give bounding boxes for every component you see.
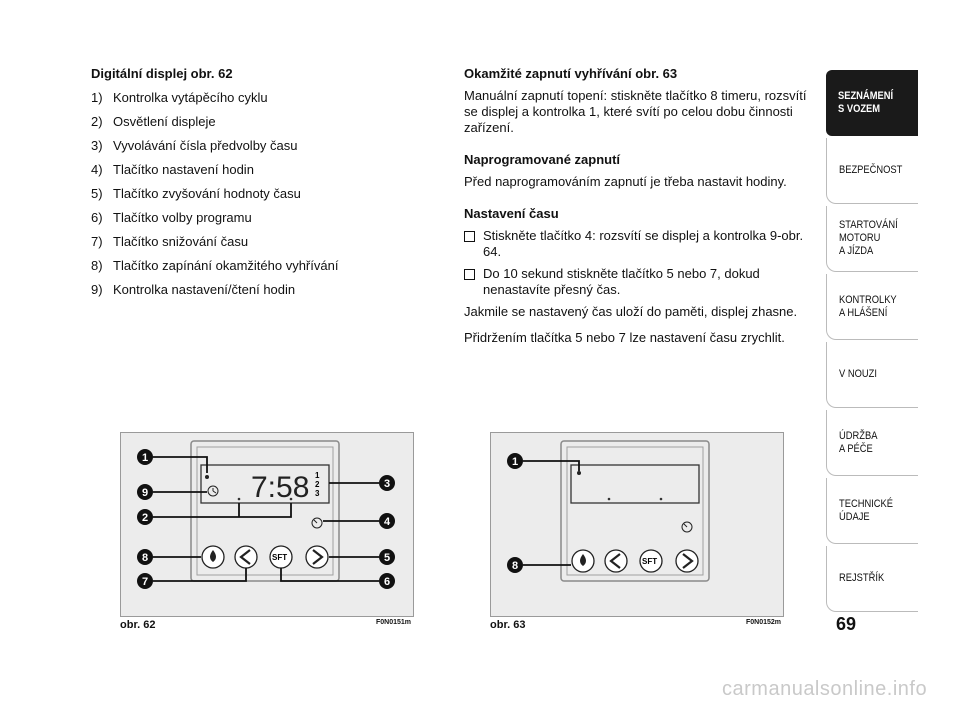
tab-kontrolky[interactable]: KONTROLKY A HLÁŠENÍ: [826, 274, 918, 340]
section-heading-programmed: Naprogramované zapnutí: [464, 152, 621, 167]
paragraph: Manuální zapnutí topení: stiskněte tlačí…: [464, 88, 807, 135]
list-item: 8)Tlačítko zapínání okamžitého vyhřívání: [91, 258, 339, 273]
plus-button-icon: [675, 549, 699, 573]
figure-63: SFT 1 8: [490, 432, 784, 617]
display-legend-list: 1)Kontrolka vytápěcího cyklu 2)Osvětlení…: [91, 86, 431, 302]
svg-text:SFT: SFT: [272, 553, 287, 562]
preset-digit: 2: [315, 480, 320, 489]
list-item: 7)Tlačítko snižování času: [91, 234, 249, 249]
checkbox-bullet-icon: [464, 231, 475, 242]
section-heading-display: Digitální displej obr. 62: [91, 66, 233, 81]
paragraph: Jakmile se nastavený čas uloží do paměti…: [464, 304, 798, 319]
svg-text:2: 2: [142, 512, 148, 524]
figure-code: F0N0152m: [746, 619, 782, 626]
figure-caption: obr. 63: [490, 619, 526, 631]
callout-1: 1: [137, 449, 153, 465]
sft-button-icon: SFT: [639, 549, 663, 573]
figure-62: 7:58 1 2 3 SFT: [120, 432, 414, 617]
callout-6: 6: [379, 573, 395, 589]
tab-startovani[interactable]: STARTOVÁNÍ MOTORU A JÍZDA: [826, 206, 918, 272]
tab-v-nouzi[interactable]: V NOUZI: [826, 342, 918, 408]
paragraph: Přidržením tlačítka 5 nebo 7 lze nastave…: [464, 330, 785, 345]
plus-button-icon: [305, 545, 329, 569]
svg-text:4: 4: [384, 516, 391, 528]
callout-5: 5: [379, 549, 395, 565]
tab-bezpecnost[interactable]: BEZPEČNOST: [826, 138, 918, 204]
svg-text:3: 3: [384, 478, 390, 490]
svg-text:SFT: SFT: [642, 557, 657, 566]
display-time: 7:58: [251, 471, 309, 504]
list-item: Do 10 sekund stiskněte tlačítko 5 nebo 7…: [464, 266, 812, 298]
callout-4: 4: [379, 513, 395, 529]
heat-button-icon: [201, 545, 225, 569]
callout-7: 7: [137, 573, 153, 589]
tab-seznameni[interactable]: SEZNÁMENÍ S VOZEM: [826, 70, 918, 136]
heat-button-icon: [571, 549, 595, 573]
tab-udrzba[interactable]: ÚDRŽBA A PÉČE: [826, 410, 918, 476]
callout-9: 9: [137, 484, 153, 500]
list-item: 6)Tlačítko volby programu: [91, 210, 252, 225]
paragraph: Před naprogramováním zapnutí je třeba na…: [464, 174, 787, 189]
list-item: 5)Tlačítko zvyšování hodnoty času: [91, 186, 301, 201]
left-column: Digitální displej obr. 62 1)Kontrolka vy…: [91, 62, 431, 302]
clock-icon: [207, 485, 219, 497]
chapter-tabs: SEZNÁMENÍ S VOZEM BEZPEČNOST STARTOVÁNÍ …: [826, 70, 918, 614]
figure-caption: obr. 62: [120, 619, 156, 631]
svg-text:6: 6: [384, 576, 390, 588]
svg-text:5: 5: [384, 552, 390, 564]
bullet-list: Stiskněte tlačítko 4: rozsvítí se disple…: [464, 228, 812, 298]
svg-text:1: 1: [142, 452, 148, 464]
callout-2: 2: [137, 509, 153, 525]
tab-technicke-udaje[interactable]: TECHNICKÉ ÚDAJE: [826, 478, 918, 544]
callout-8: 8: [137, 549, 153, 565]
callout-1: 1: [507, 453, 523, 469]
list-item: Stiskněte tlačítko 4: rozsvítí se disple…: [464, 228, 812, 260]
figure-code: F0N0151m: [376, 619, 412, 626]
list-item: 9)Kontrolka nastavení/čtení hodin: [91, 282, 296, 297]
list-item: 4)Tlačítko nastavení hodin: [91, 162, 254, 177]
minus-button-icon: [604, 549, 628, 573]
section-heading-immediate: Okamžité zapnutí vyhřívání obr. 63: [464, 66, 678, 81]
list-item: 1)Kontrolka vytápěcího cyklu: [91, 90, 268, 105]
svg-text:8: 8: [512, 560, 518, 572]
callout-8: 8: [507, 557, 523, 573]
svg-text:1: 1: [512, 456, 518, 468]
page-number: 69: [836, 614, 857, 634]
section-heading-time-setting: Nastavení času: [464, 206, 559, 221]
clock-button-icon: [681, 521, 693, 533]
heating-indicator-icon: [205, 475, 209, 479]
preset-digit: 1: [315, 471, 320, 480]
callout-3: 3: [379, 475, 395, 491]
sft-button-icon: SFT: [269, 545, 293, 569]
checkbox-bullet-icon: [464, 269, 475, 280]
heating-indicator-icon: [577, 471, 581, 475]
list-item: 3)Vyvolávání čísla předvolby času: [91, 138, 298, 153]
list-item: 2)Osvětlení displeje: [91, 114, 216, 129]
clock-button-icon: [311, 517, 323, 529]
watermark: carmanualsonline.info: [722, 678, 928, 700]
tab-rejstrik[interactable]: REJSTŘÍK: [826, 546, 918, 612]
svg-text:9: 9: [142, 487, 148, 499]
minus-button-icon: [234, 545, 258, 569]
svg-text:8: 8: [142, 552, 148, 564]
preset-digit: 3: [315, 489, 320, 498]
svg-text:7: 7: [142, 576, 148, 588]
right-column: Okamžité zapnutí vyhřívání obr. 63 Manuá…: [464, 62, 812, 346]
